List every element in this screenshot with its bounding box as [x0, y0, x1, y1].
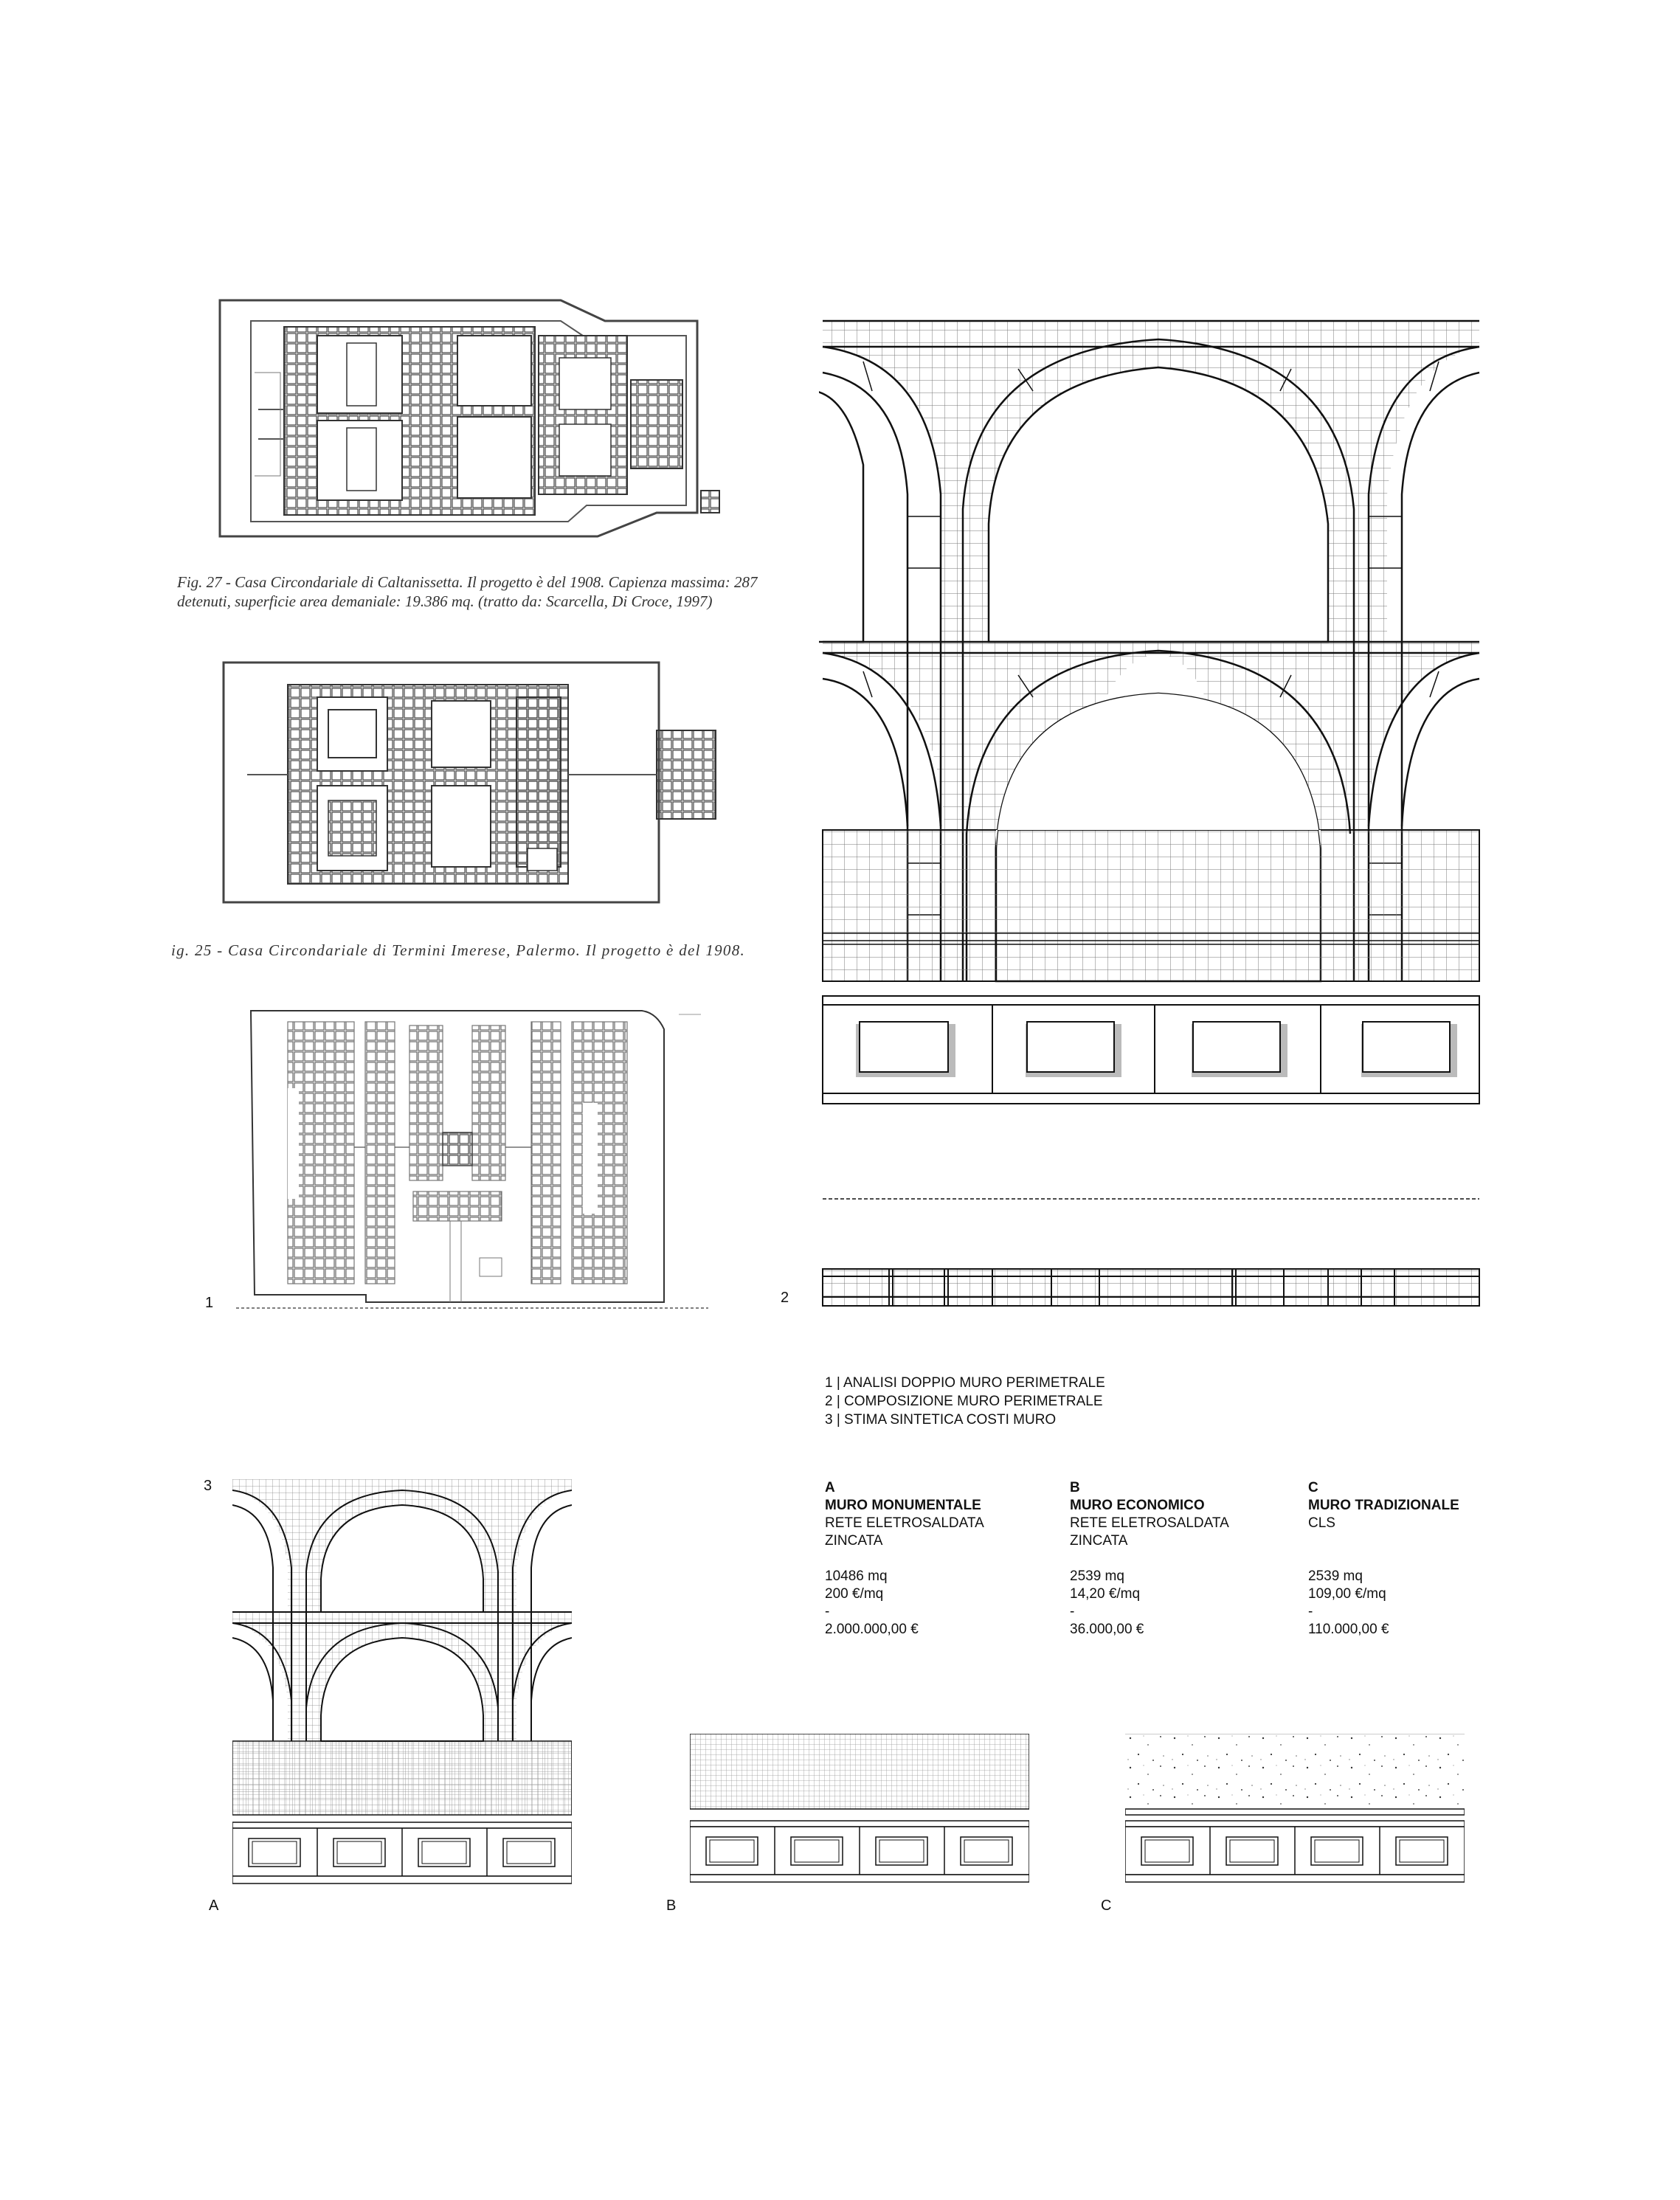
cost-column-a: A MURO MONUMENTALE RETE ELETROSALDATA ZI…	[825, 1479, 1017, 1639]
wall-elevation-composition	[819, 319, 1480, 1307]
wall-elevation-monumental	[232, 1479, 572, 1884]
cost-material: ZINCATA	[825, 1533, 883, 1549]
cost-unit-price: 200 €/mq	[825, 1586, 884, 1602]
plan-termini-imerese	[222, 661, 716, 904]
cost-material: RETE ELETROSALDATA	[1070, 1515, 1229, 1531]
cost-dash: -	[825, 1604, 830, 1619]
cost-unit-price: 14,20 €/mq	[1070, 1586, 1141, 1602]
cost-column-b: B MURO ECONOMICO RETE ELETROSALDATA ZINC…	[1070, 1479, 1262, 1639]
plan-caltanissetta	[218, 299, 720, 538]
site-plan	[236, 1010, 708, 1309]
cost-area: 10486 mq	[825, 1568, 888, 1584]
wall-elevation-traditional	[1125, 1734, 1465, 1883]
label-1: 1	[205, 1295, 214, 1311]
cost-letter: C	[1308, 1480, 1318, 1495]
cost-total: 36.000,00 €	[1070, 1622, 1144, 1637]
label-c: C	[1101, 1898, 1112, 1914]
cost-title: MURO TRADIZIONALE	[1308, 1498, 1459, 1513]
cost-area: 2539 mq	[1308, 1568, 1363, 1584]
fig27-caption-line1: Fig. 27 - Casa Circondariale di Caltanis…	[177, 573, 758, 591]
legend: 1 | ANALISI DOPPIO MURO PERIMETRALE 2 | …	[825, 1374, 1105, 1429]
cost-unit-price: 109,00 €/mq	[1308, 1586, 1386, 1602]
cost-letter: B	[1070, 1480, 1080, 1495]
cost-column-c: C MURO TRADIZIONALE CLS 2539 mq 109,00 €…	[1308, 1479, 1500, 1639]
cost-dash: -	[1070, 1604, 1075, 1619]
legend-item-2: 2 | COMPOSIZIONE MURO PERIMETRALE	[825, 1394, 1103, 1409]
legend-item-3: 3 | STIMA SINTETICA COSTI MURO	[825, 1412, 1057, 1428]
fig25-caption: ig. 25 - Casa Circondariale di Termini I…	[171, 941, 746, 959]
fig27-caption-line2: detenuti, superficie area demaniale: 19.…	[177, 592, 713, 610]
cost-title: MURO ECONOMICO	[1070, 1498, 1205, 1513]
cost-total: 2.000.000,00 €	[825, 1622, 919, 1637]
label-2: 2	[781, 1290, 789, 1306]
cost-material: CLS	[1308, 1515, 1335, 1531]
cost-letter: A	[825, 1480, 835, 1495]
cost-material	[1308, 1532, 1500, 1550]
cost-material: ZINCATA	[1070, 1533, 1128, 1549]
cost-area: 2539 mq	[1070, 1568, 1124, 1584]
label-3: 3	[204, 1478, 212, 1494]
cost-title: MURO MONUMENTALE	[825, 1498, 981, 1513]
label-a: A	[209, 1898, 219, 1914]
cost-total: 110.000,00 €	[1308, 1622, 1389, 1637]
cost-material: RETE ELETROSALDATA	[825, 1515, 984, 1531]
label-b: B	[666, 1898, 677, 1914]
legend-item-1: 1 | ANALISI DOPPIO MURO PERIMETRALE	[825, 1375, 1105, 1391]
wall-elevation-economic	[690, 1734, 1029, 1883]
cost-dash: -	[1308, 1604, 1313, 1619]
